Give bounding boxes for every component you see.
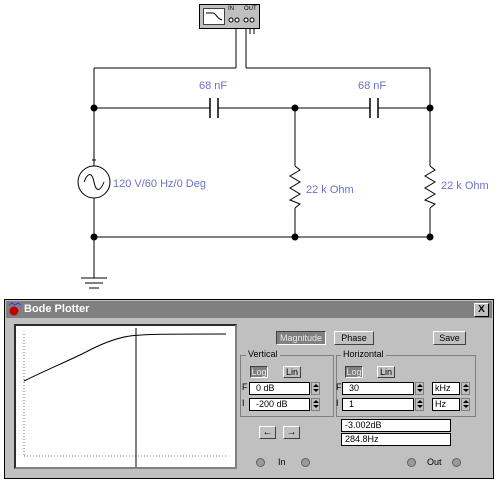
vertical-final-label: F [242,382,248,392]
vertical-log-button[interactable]: Log [250,366,268,378]
ac-source [77,158,111,199]
vertical-group [240,355,334,417]
horizontal-final-unit[interactable]: kHz [432,382,460,395]
save-button[interactable]: Save [433,331,466,345]
close-button[interactable]: X [474,303,489,317]
source-label: 120 V/60 Hz/0 Deg [113,178,206,190]
out-label: Out [427,457,442,467]
horizontal-final-label: F [336,382,342,392]
out-terminal-positive[interactable] [407,458,416,467]
app-icon [8,302,22,316]
horizontal-group-label: Horizontal [341,349,386,359]
bode-plotter-instrument[interactable]: IN OUT [199,4,260,29]
instrument-in-label: IN [228,6,234,12]
phase-button[interactable]: Phase [334,331,374,345]
capacitor-1-label: 68 nF [199,80,228,92]
horizontal-lin-button[interactable]: Lin [377,366,395,378]
ground-symbol [81,277,107,289]
horizontal-initial-spinner[interactable] [415,398,424,411]
resistor-2-label: 22 k Ohm [441,180,489,192]
vertical-final-spinner[interactable] [311,382,320,395]
vertical-group-label: Vertical [246,349,280,359]
frequency-readout: 284.8Hz [341,433,451,446]
vertical-initial-field[interactable]: -200 dB [249,398,310,411]
horizontal-final-spinner[interactable] [415,382,424,395]
vertical-lin-button[interactable]: Lin [283,366,301,378]
horizontal-final-field[interactable]: 30 [342,382,414,395]
in-label: In [278,457,286,467]
magnitude-button[interactable]: Magnitude [276,331,326,345]
capacitor-1 [209,98,219,118]
vertical-initial-label: I [242,398,245,408]
horizontal-log-button[interactable]: Log [345,366,363,378]
capacitor-2-label: 68 nF [358,80,387,92]
instrument-terminals [228,17,255,23]
horizontal-final-unit-spinner[interactable] [461,382,470,395]
bode-plot-graph [23,328,227,467]
horizontal-initial-field[interactable]: 1 [342,398,414,411]
vertical-final-field[interactable]: 0 dB [249,382,310,395]
screen-icon [203,8,225,25]
horizontal-initial-unit-spinner[interactable] [461,398,470,411]
window-title: Bode Plotter [24,303,90,315]
vertical-initial-spinner[interactable] [311,398,320,411]
cursor-left-button[interactable]: ← [259,426,276,439]
resistor-1 [288,165,301,209]
out-terminal-negative[interactable] [452,458,461,467]
junction-dots [90,104,434,241]
bode-plotter-window: Bode Plotter X Magnitude Phase Save Vert… [4,299,494,479]
circuit-wires [77,28,436,289]
horizontal-initial-unit[interactable]: Hz [432,398,460,411]
horizontal-initial-label: I [336,398,339,408]
resistor-2 [423,165,436,209]
cursor-right-button[interactable]: → [283,426,300,439]
resistor-1-label: 22 k Ohm [306,184,354,196]
title-bar[interactable]: Bode Plotter X [6,301,492,318]
capacitor-2 [369,98,379,118]
magnitude-curve [23,333,227,382]
horizontal-group [336,355,476,417]
in-terminal-positive[interactable] [256,458,265,467]
bode-plot-area[interactable] [14,324,237,469]
magnitude-readout: -3.002dB [341,419,451,432]
in-terminal-negative[interactable] [301,458,310,467]
instrument-out-label: OUT [244,6,257,12]
